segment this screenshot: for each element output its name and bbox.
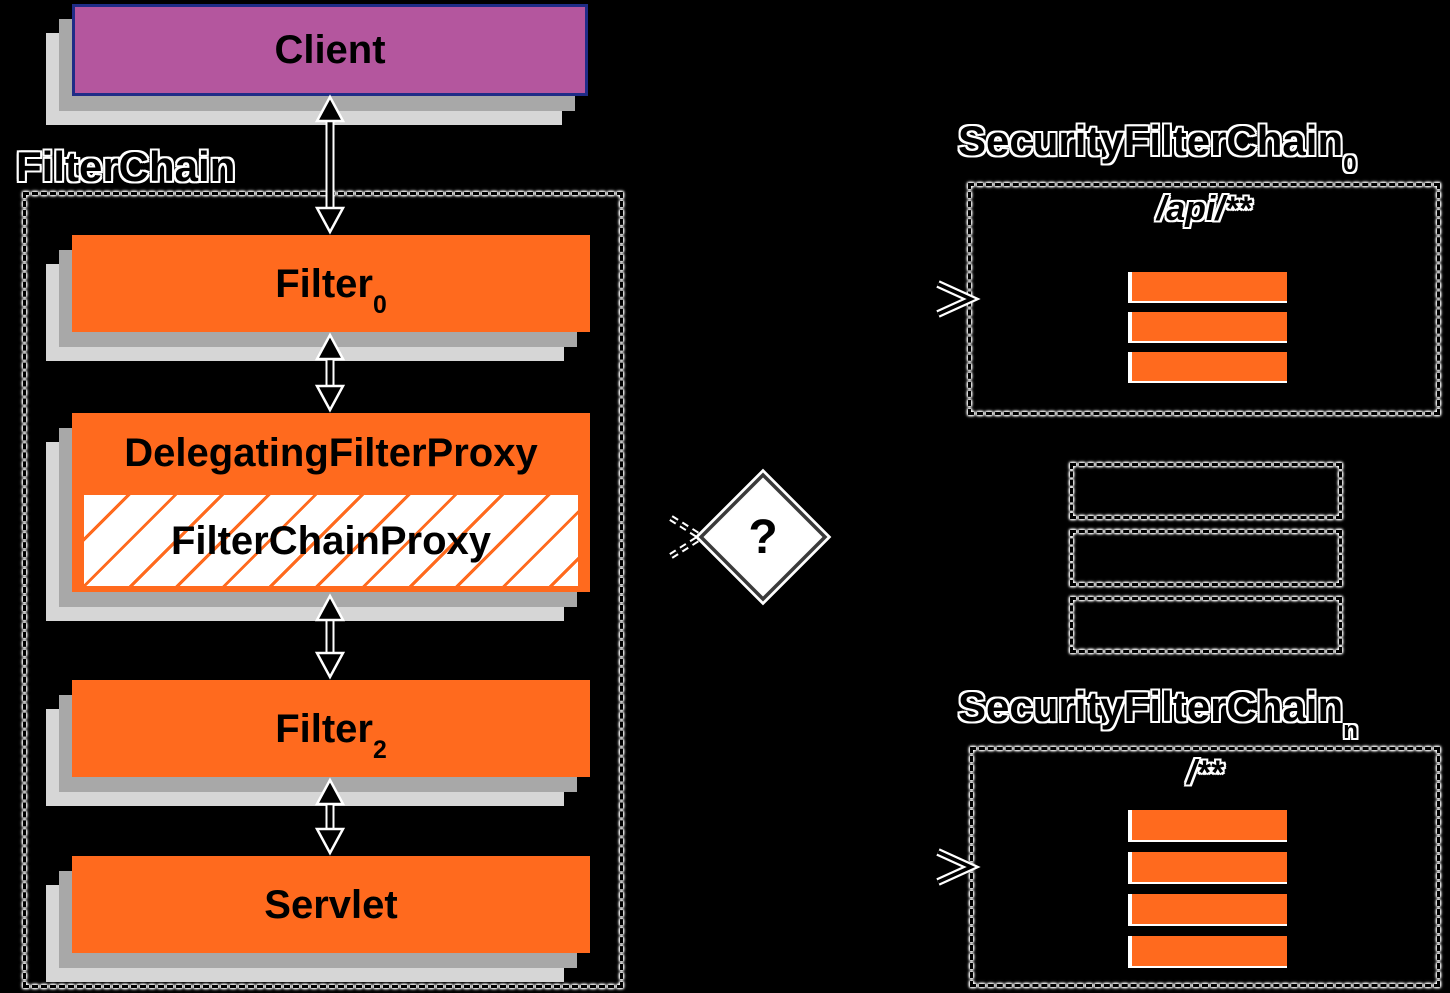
delegating-filter-proxy-label-zone: DelegatingFilterProxy — [72, 413, 590, 493]
security-filter-chain-0-title-sub: 0 — [1343, 151, 1357, 179]
security-filter-bar — [1128, 810, 1287, 842]
filter2-label-base: Filter — [275, 706, 373, 751]
decision-question-label: ? — [748, 510, 778, 564]
placeholder-chain-stack — [1070, 463, 1342, 664]
security-filter-chain-n-title-sub: n — [1343, 717, 1358, 745]
filter0-label-sub: 0 — [373, 291, 387, 319]
filter2-label: Filter2 — [275, 706, 387, 763]
chain-n-arrowhead — [936, 848, 981, 886]
delegating-filter-proxy-label: DelegatingFilterProxy — [124, 431, 538, 475]
filterchain-label: FilterChain — [16, 143, 236, 190]
placeholder-chain-box — [1070, 530, 1342, 586]
chain0-arrowhead — [936, 280, 981, 318]
security-filter-chain-0-filters — [1128, 272, 1287, 383]
filter-chain-proxy-box: FilterChainProxy — [82, 493, 580, 588]
filter2-box: Filter2 — [72, 680, 590, 777]
security-filter-bar — [1128, 352, 1287, 383]
servlet-label: Servlet — [264, 882, 398, 927]
security-filter-chain-0-title: SecurityFilterChain0 — [958, 117, 1357, 177]
security-filter-bar — [1128, 312, 1287, 343]
security-filter-chain-n-title: SecurityFilterChainn — [958, 683, 1358, 743]
filterchain-dashed-box — [23, 192, 623, 988]
security-filter-chain-n-filters — [1128, 810, 1287, 968]
placeholder-chain-box — [1070, 597, 1342, 653]
security-filter-chain-n-title-base: SecurityFilterChain — [958, 683, 1344, 730]
delegating-filter-proxy-box: DelegatingFilterProxy FilterChainProxy — [72, 413, 590, 592]
filter0-label-base: Filter — [275, 261, 373, 306]
security-filter-chain-n-pattern: /** — [1187, 754, 1223, 792]
security-filter-chain-0-pattern: /api/** — [1156, 190, 1252, 228]
placeholder-chain-box — [1070, 463, 1342, 519]
security-filter-bar — [1128, 852, 1287, 884]
filter0-box: Filter0 — [72, 235, 590, 332]
filter2-label-sub: 2 — [373, 736, 387, 764]
security-filter-chain-0-title-base: SecurityFilterChain — [958, 117, 1344, 164]
security-filter-bar — [1128, 936, 1287, 968]
filterchainproxy-decision-connector — [669, 515, 703, 559]
client-box: Client — [72, 4, 588, 96]
filter0-label: Filter0 — [275, 261, 387, 318]
servlet-box: Servlet — [72, 856, 590, 953]
security-filter-bar — [1128, 272, 1287, 303]
client-label: Client — [274, 28, 386, 72]
security-filter-bar — [1128, 894, 1287, 926]
filter-chain-proxy-label: FilterChainProxy — [170, 518, 492, 563]
